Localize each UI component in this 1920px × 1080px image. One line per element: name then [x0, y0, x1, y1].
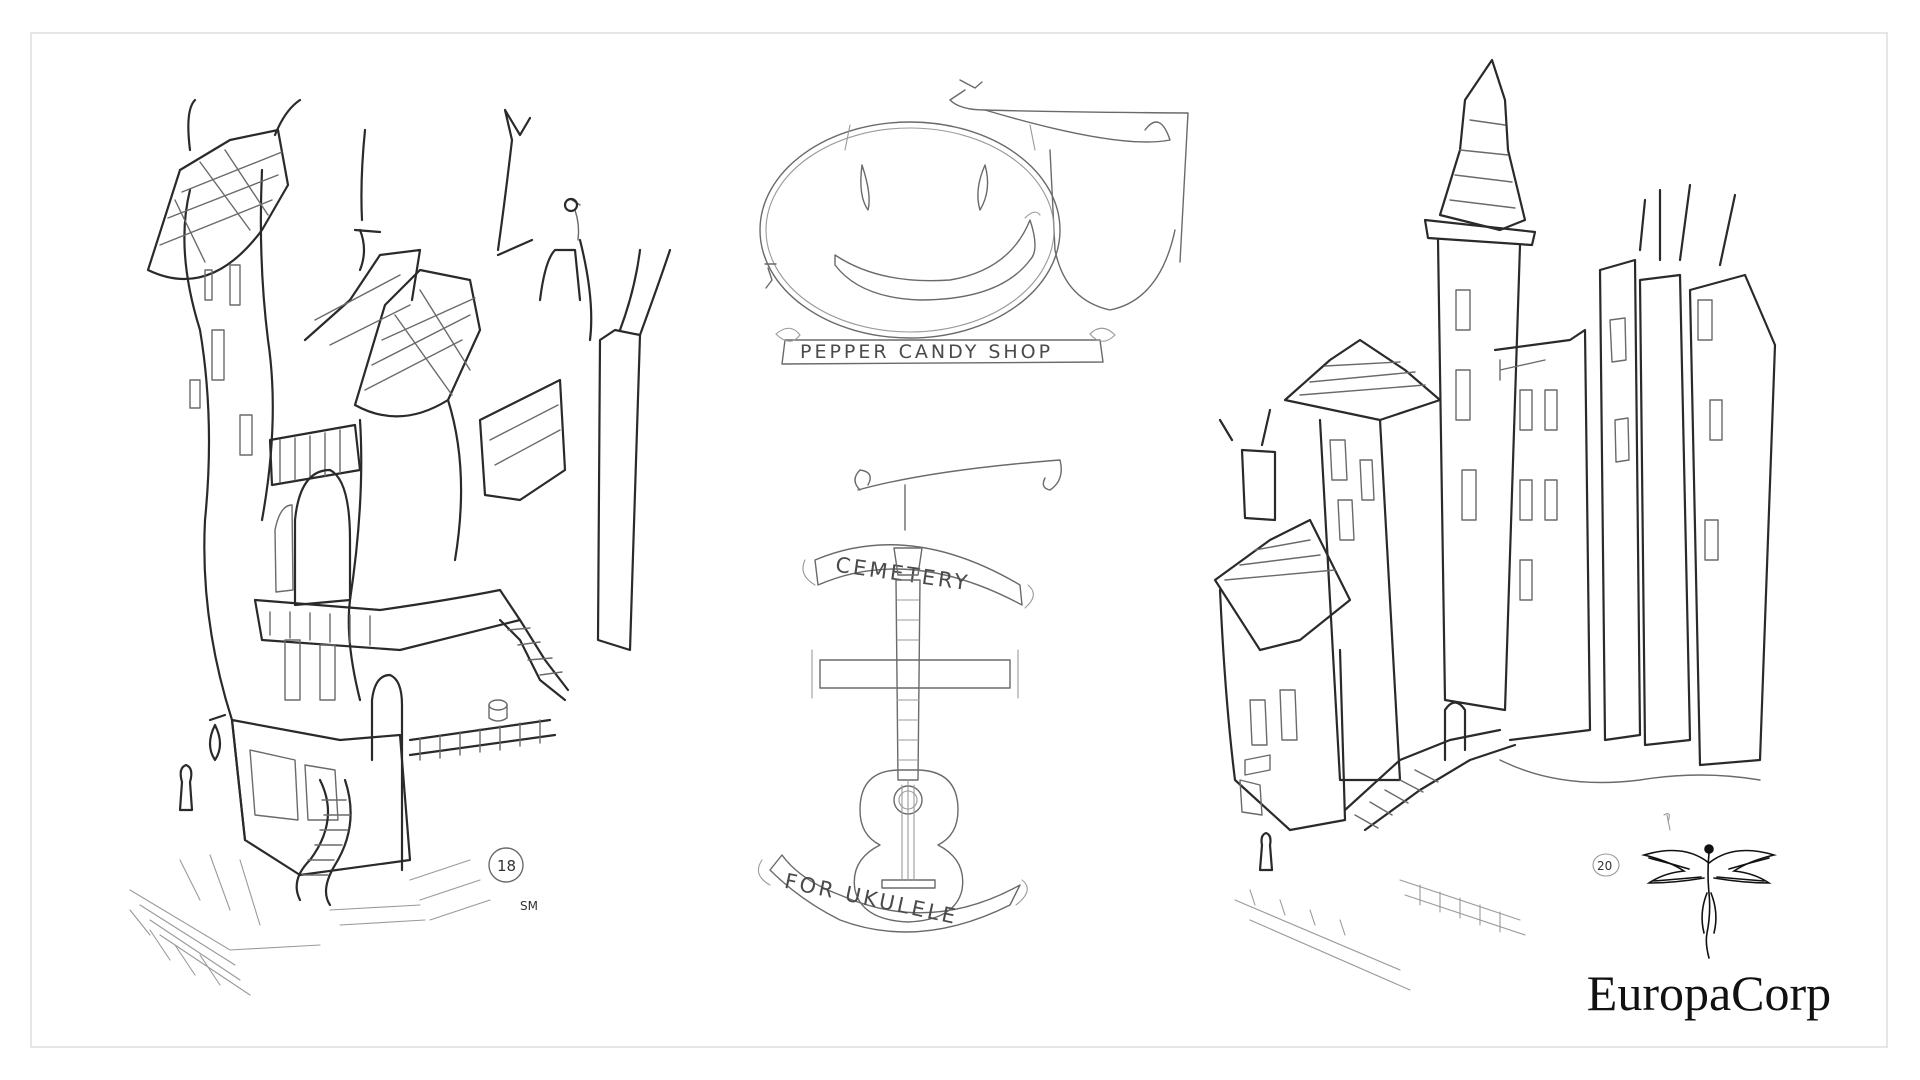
candy-shop-sign-sketch: PEPPER CANDY SHOP	[759, 79, 1189, 365]
right-building-sketch: 20	[1213, 58, 1777, 991]
winged-figure-icon	[1640, 844, 1778, 959]
cemetery-sign-bottom-text: FOR UKULELE	[782, 869, 960, 929]
europacorp-logo: EuropaCorp	[1554, 833, 1864, 1018]
europacorp-wordmark: EuropaCorp	[1586, 965, 1832, 1021]
artist-initials: SM	[520, 899, 538, 913]
cemetery-ukulele-sign-sketch: CEMETERY FOR UKULELE	[757, 459, 1062, 933]
sheet-number-right: 20	[1597, 859, 1612, 873]
artwork-frame	[30, 32, 1888, 1048]
cemetery-sign-top-text: CEMETERY	[834, 553, 972, 596]
sheet-number-left: 18	[497, 857, 516, 875]
candy-shop-sign-text: PEPPER CANDY SHOP	[800, 341, 1053, 363]
left-building-sketch: 18 SM	[129, 98, 672, 996]
